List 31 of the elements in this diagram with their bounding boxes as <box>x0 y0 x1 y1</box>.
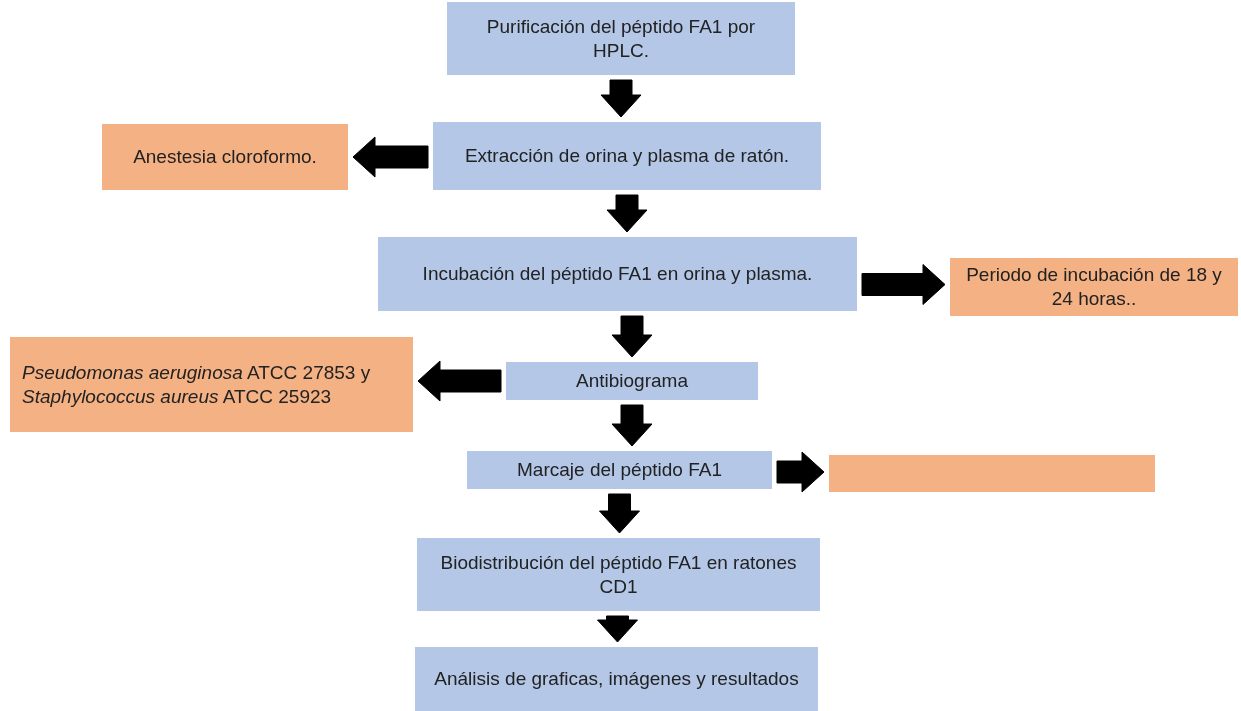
step-text: Purificación del péptido FA1 por HPLC. <box>485 14 757 63</box>
process-box <box>10 337 413 432</box>
block-arrow <box>861 264 946 305</box>
process-box <box>950 258 1238 316</box>
block-arrow <box>597 615 638 643</box>
process-box <box>417 538 820 611</box>
step-text: Incubación del péptido FA1 en orina y plasma. <box>422 262 813 286</box>
step-text: Antibiograma <box>576 369 688 393</box>
process-box <box>415 647 818 711</box>
block-arrow <box>606 194 648 233</box>
block-arrow <box>417 360 502 402</box>
block-arrow <box>611 404 653 447</box>
block-arrow <box>611 315 653 358</box>
block-arrow <box>599 493 640 534</box>
process-box <box>102 124 348 190</box>
block-arrow <box>776 451 825 493</box>
step-text: Marcaje del péptido FA1 <box>517 458 722 482</box>
step-text: Periodo de incubación de 18 y 24 horas.. <box>966 263 1222 311</box>
step-text: Extracción de orina y plasma de ratón. <box>464 144 790 168</box>
empty-box <box>829 455 1155 492</box>
step-text: Pseudomonas aeruginosa ATCC 27853 y Staphylococcus aureus ATCC 25923 <box>22 360 372 409</box>
step-text: Análisis de graficas, imágenes y resultados <box>434 667 799 691</box>
step-text: Biodistribución del péptido FA1 en ratones CD1 <box>439 550 798 599</box>
block-arrow <box>600 79 642 118</box>
process-box <box>433 122 821 190</box>
process-box <box>506 362 758 400</box>
block-arrow <box>352 136 429 178</box>
process-box <box>378 237 857 311</box>
step-text: Anestesia cloroformo. <box>133 145 317 169</box>
process-box <box>447 2 795 75</box>
process-box <box>467 451 772 489</box>
